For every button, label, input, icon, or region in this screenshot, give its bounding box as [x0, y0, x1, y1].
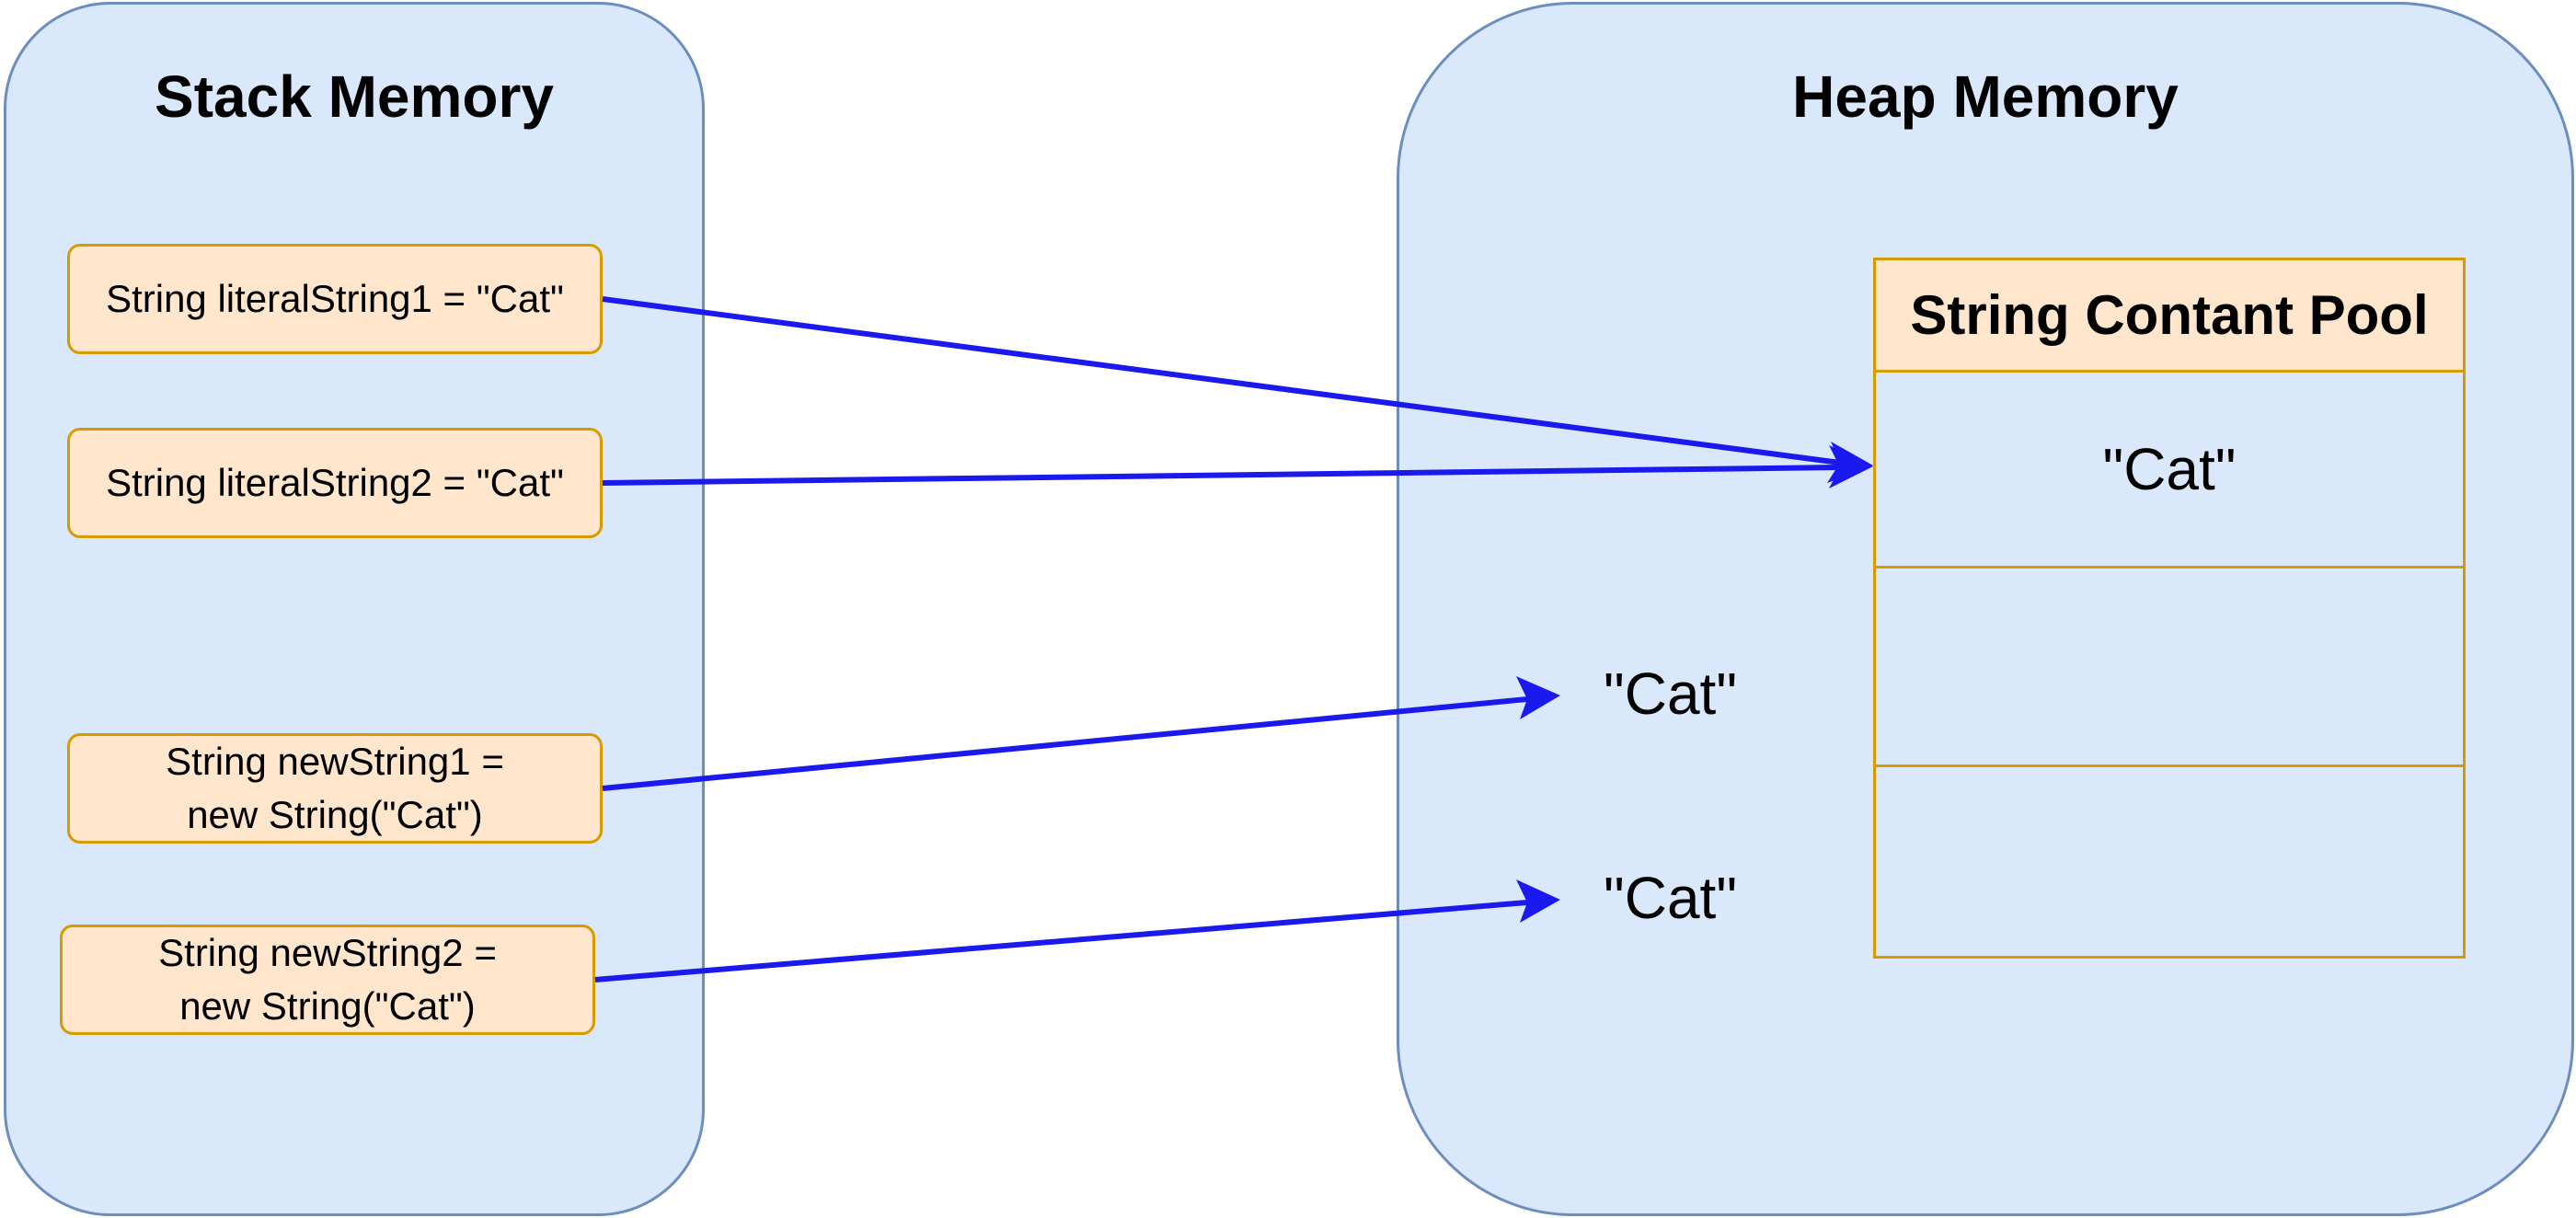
stack-variable-new-string-1: String newString1 = new String("Cat"): [67, 733, 603, 844]
heap-memory-title: Heap Memory: [1792, 63, 2179, 130]
string-constant-pool-title: String Contant Pool: [1876, 260, 2463, 373]
stack-variable-literal-string-1: String literalString1 = "Cat": [67, 244, 603, 354]
pool-cell-empty: [1876, 767, 2463, 956]
heap-string-object-2: "Cat": [1604, 865, 1738, 931]
heap-string-object-1: "Cat": [1604, 661, 1738, 727]
stack-variable-new-string-2: String newString2 = new String("Cat"): [60, 925, 595, 1035]
heap-memory-panel: Heap Memory: [1397, 2, 2574, 1216]
stack-memory-title: Stack Memory: [155, 63, 554, 130]
pool-cell-empty: [1876, 569, 2463, 767]
pool-cell-cat: "Cat": [1876, 373, 2463, 569]
stack-variable-literal-string-2: String literalString2 = "Cat": [67, 428, 603, 538]
string-constant-pool: String Contant Pool "Cat": [1873, 258, 2466, 959]
